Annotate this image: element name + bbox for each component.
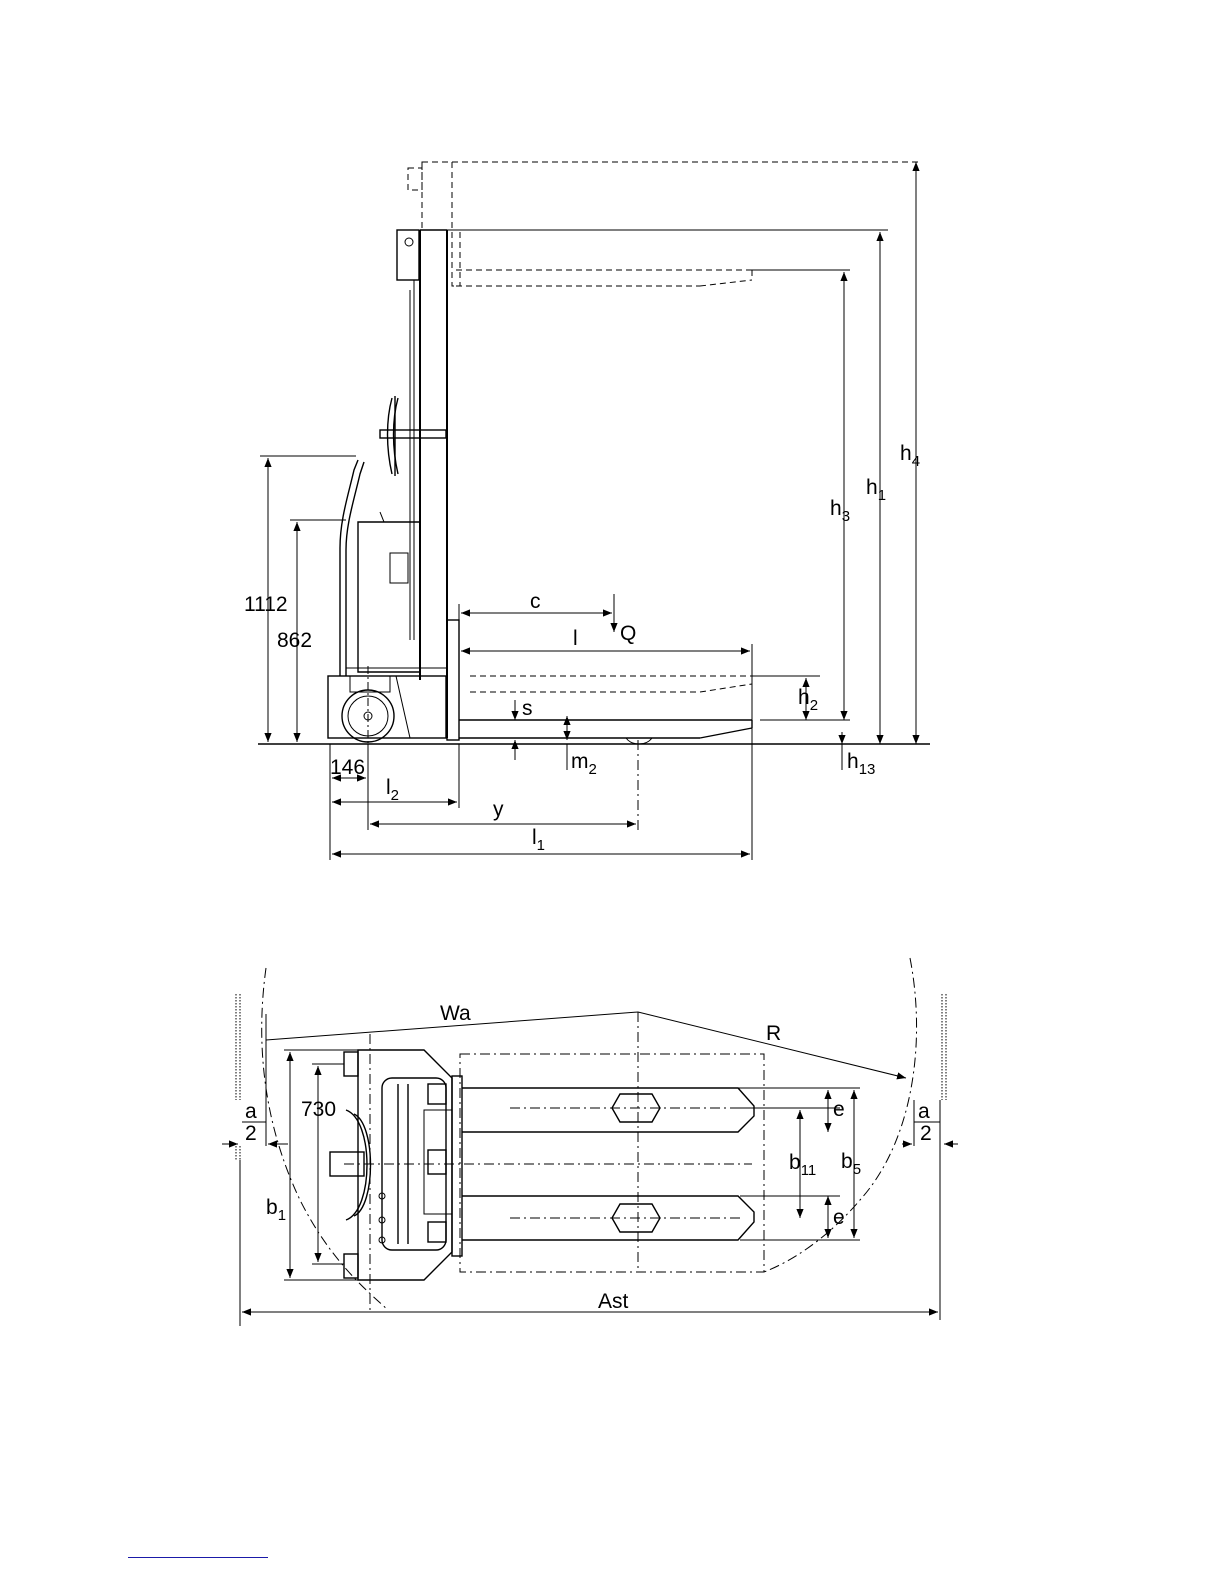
label-b5: b5 <box>841 1150 861 1178</box>
label-l1: l1 <box>532 826 545 854</box>
dim-862: 862 <box>277 629 312 652</box>
label-b1: b1 <box>266 1196 286 1224</box>
label-e-bottom: e <box>833 1206 845 1229</box>
label-2-left: 2 <box>245 1122 257 1145</box>
right-wall <box>942 994 946 1100</box>
label-a-left: a <box>245 1100 257 1123</box>
mast <box>397 162 460 738</box>
top-chassis <box>330 1050 462 1280</box>
side-view: h4 h1 h3 h2 h13 c Q l s m2 <box>244 162 930 860</box>
raised-fork <box>452 162 920 286</box>
handle <box>340 460 364 676</box>
label-Wa: Wa <box>440 1002 471 1025</box>
lowered-fork <box>459 720 752 744</box>
label-b11: b11 <box>789 1151 816 1179</box>
label-l: l <box>573 627 578 650</box>
left-wall <box>236 994 240 1160</box>
label-2-right: 2 <box>920 1122 932 1145</box>
label-h3: h3 <box>830 497 850 525</box>
label-h2: h2 <box>798 686 818 714</box>
label-y: y <box>493 798 504 821</box>
label-l2: l2 <box>386 776 399 804</box>
dim-146: 146 <box>330 756 365 779</box>
dim-730: 730 <box>301 1098 336 1121</box>
label-e-top: e <box>833 1098 845 1121</box>
label-h13: h13 <box>847 750 875 778</box>
label-R: R <box>766 1022 781 1045</box>
label-a-right: a <box>918 1100 930 1123</box>
label-c: c <box>530 590 541 613</box>
label-s: s <box>522 697 533 720</box>
tiller <box>380 396 446 476</box>
label-Q: Q <box>620 622 636 645</box>
fork-dashed-middle <box>470 676 752 692</box>
label-h4: h4 <box>900 442 920 470</box>
fork-carriage <box>447 620 459 740</box>
turning-arc-left <box>262 968 388 1310</box>
label-m2: m2 <box>571 750 597 778</box>
top-view: Wa R <box>222 958 958 1326</box>
footer-rule <box>128 1557 268 1558</box>
dim-1112: 1112 <box>244 593 288 616</box>
top-fork-lower <box>462 1196 754 1240</box>
label-h1: h1 <box>866 476 886 504</box>
top-fork-upper <box>462 1088 754 1132</box>
label-Ast: Ast <box>598 1290 629 1313</box>
